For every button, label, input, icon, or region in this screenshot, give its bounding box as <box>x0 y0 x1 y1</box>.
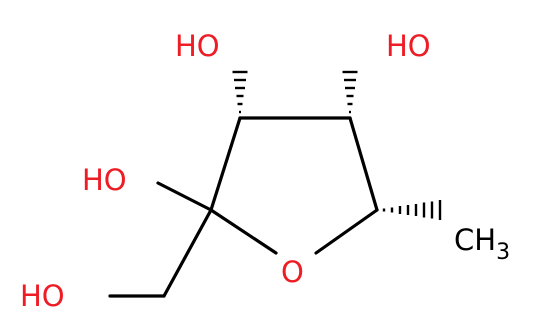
bond-c2-oh <box>156 181 213 212</box>
hashed-wedge-c3-oh <box>232 70 248 114</box>
hydroxymethyl-oh-label: HO <box>20 279 65 313</box>
hydroxyl-label-c3: HO <box>175 29 220 63</box>
ring-oxygen-label: O <box>281 255 304 289</box>
hashed-wedge-c4-oh <box>342 70 358 114</box>
bond-c5-o <box>314 208 379 255</box>
bond-c2-c3 <box>209 116 242 212</box>
hashed-wedge-c5-methyl <box>382 200 442 220</box>
methyl-subscript: 3 <box>496 240 510 265</box>
bond-o-c2 <box>209 208 278 255</box>
hydroxyl-label-c2: HO <box>82 163 127 197</box>
hydroxyl-label-c4: HO <box>386 29 431 63</box>
methyl-label: CH3 <box>454 223 510 265</box>
substituent-bonds <box>108 181 213 298</box>
ring-bonds <box>209 116 379 255</box>
bond-c4-c5 <box>348 116 379 212</box>
methyl-ch-text: CH <box>454 223 496 257</box>
bond-c2-ch2 <box>162 208 213 298</box>
